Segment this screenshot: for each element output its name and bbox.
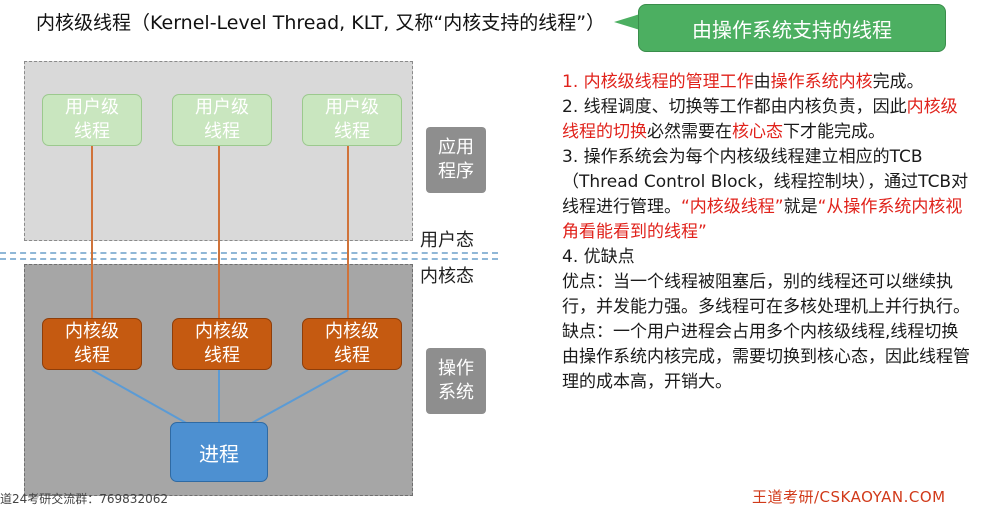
point-2: 2. 线程调度、切换等工作都由内核负责，因此内核级线程的切换必然需要在核心态下才… bbox=[562, 95, 972, 145]
footer-group-text: 道24考研交流群：769832062 bbox=[0, 492, 168, 506]
user-thread-1-line1: 用户级 bbox=[65, 97, 119, 118]
point-2-b: 内核级线程的切换 bbox=[562, 97, 958, 142]
point-3: 3. 操作系统会为每个内核级线程建立相应的TCB（Thread Control … bbox=[562, 145, 972, 245]
point-1-a: 1. 内核级线程的管理工作 bbox=[562, 72, 754, 92]
app-tag-line2: 程序 bbox=[438, 161, 474, 182]
user-thread-3-line2: 线程 bbox=[334, 121, 370, 142]
kernel-thread-3-line1: 内核级 bbox=[325, 321, 379, 342]
user-thread-2-line1: 用户级 bbox=[195, 97, 249, 118]
kernel-thread-1-line2: 线程 bbox=[74, 345, 110, 366]
point-1-c: 操作系统内核 bbox=[770, 72, 873, 92]
kernel-thread-3: 内核级线程 bbox=[302, 318, 402, 370]
point-2-a: 2. 线程调度、切换等工作都由内核负责，因此 bbox=[562, 97, 907, 117]
point-2-d: 核心态 bbox=[732, 122, 783, 142]
mode-separator-bottom bbox=[0, 258, 498, 260]
point-2-c: 必然需要在 bbox=[647, 122, 732, 142]
wire-kernel-process-3 bbox=[249, 369, 349, 425]
user-thread-1-line2: 线程 bbox=[74, 121, 110, 142]
point-1: 1. 内核级线程的管理工作由操作系统内核完成。 bbox=[562, 70, 972, 95]
point-4: 4. 优缺点 bbox=[562, 247, 635, 267]
kernel-thread-3-line2: 线程 bbox=[334, 345, 370, 366]
app-program-tag: 应用程序 bbox=[426, 127, 486, 193]
point-1-b: 由 bbox=[753, 72, 771, 92]
kernel-thread-2: 内核级线程 bbox=[172, 318, 272, 370]
mode-separator-top bbox=[0, 252, 498, 254]
page-title: 内核级线程（Kernel-Level Thread, KLT, 又称“内核支持的… bbox=[36, 12, 606, 34]
kernel-thread-1: 内核级线程 bbox=[42, 318, 142, 370]
point-2-e: 下才能完成。 bbox=[783, 122, 885, 142]
kernel-mode-label: 内核态 bbox=[420, 266, 474, 287]
user-thread-1: 用户级线程 bbox=[42, 94, 142, 146]
app-tag-line1: 应用 bbox=[438, 137, 474, 158]
kernel-thread-2-line1: 内核级 bbox=[195, 321, 249, 342]
point-3-b: “内核级线程” bbox=[681, 197, 784, 217]
point-3-c: 就是 bbox=[783, 197, 818, 217]
callout-pointer bbox=[614, 14, 640, 30]
user-thread-3-line1: 用户级 bbox=[325, 97, 379, 118]
os-tag: 操作系统 bbox=[426, 348, 486, 414]
pros-text: 优点：当一个线程被阻塞后，别的线程还可以继续执行，并发能力强。多线程可在多核处理… bbox=[562, 272, 970, 317]
user-thread-2: 用户级线程 bbox=[172, 94, 272, 146]
explanation-text: 1. 内核级线程的管理工作由操作系统内核完成。 2. 线程调度、切换等工作都由内… bbox=[562, 70, 972, 395]
user-mode-label: 用户态 bbox=[420, 230, 474, 251]
cons-text: 缺点：一个用户进程会占用多个内核级线程,线程切换由操作系统内核完成，需要切换到核… bbox=[562, 322, 970, 392]
kernel-thread-1-line1: 内核级 bbox=[65, 321, 119, 342]
point-3-a: 3. 操作系统会为每个内核级线程建立相应的TCB（Thread Control … bbox=[562, 147, 969, 217]
os-tag-line2: 系统 bbox=[438, 382, 474, 403]
callout-box: 由操作系统支持的线程 bbox=[638, 4, 946, 52]
os-tag-line1: 操作 bbox=[438, 358, 474, 379]
footer-brand: 王道考研/CSKAOYAN.COM bbox=[752, 488, 946, 506]
user-thread-3: 用户级线程 bbox=[302, 94, 402, 146]
process-box: 进程 bbox=[170, 422, 268, 482]
wire-kernel-process-1 bbox=[91, 369, 189, 425]
kernel-thread-2-line2: 线程 bbox=[204, 345, 240, 366]
point-1-d: 完成。 bbox=[872, 72, 924, 92]
point-3-d: “从操作系统内核视角看能看到的线程” bbox=[562, 197, 963, 242]
user-thread-2-line2: 线程 bbox=[204, 121, 240, 142]
